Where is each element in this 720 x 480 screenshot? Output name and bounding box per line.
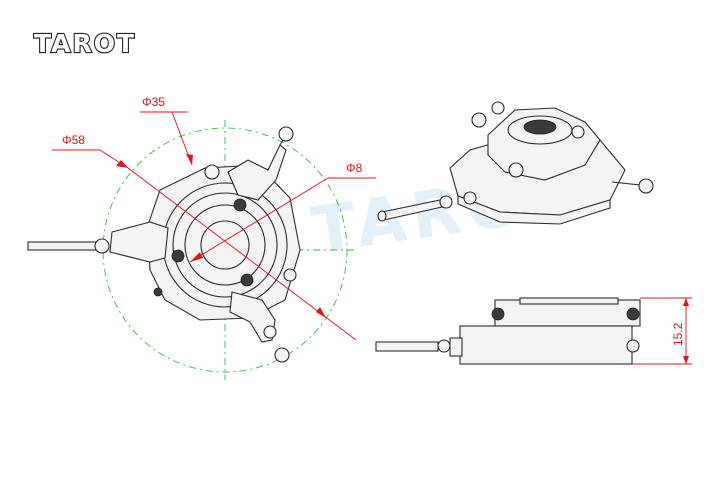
- ball-link-lower: [263, 325, 277, 339]
- screw-4: [153, 287, 163, 297]
- bore-ring: [200, 220, 250, 270]
- iso-ball-3: [571, 125, 585, 139]
- phi58-arrow-2: [316, 307, 326, 318]
- side-rod-clevis: [449, 337, 463, 357]
- dimension-phi35: Φ35: [140, 95, 193, 166]
- ball-link-bottom: [274, 347, 290, 363]
- phi8-arrow: [190, 252, 203, 262]
- iso-ball-2: [491, 101, 505, 115]
- side-rod: [375, 341, 439, 352]
- height-arrow-top: [683, 298, 689, 306]
- side-ball-lower: [626, 339, 640, 353]
- dimension-phi8: Φ8: [189, 161, 376, 263]
- ball-end-left: [94, 238, 110, 254]
- arm-upper-right: [227, 144, 287, 201]
- phi58-arrow: [116, 160, 128, 168]
- inner-ring: [184, 204, 266, 286]
- mid-ring: [172, 192, 278, 298]
- screw-1: [233, 198, 247, 212]
- ball-link-top: [278, 126, 294, 142]
- iso-rod-end: [377, 210, 387, 222]
- top-view: [27, 120, 358, 380]
- phi35-label: Φ35: [142, 95, 165, 109]
- iso-rod-ball: [439, 195, 453, 209]
- iso-ball-1: [471, 112, 487, 128]
- phi58-label: Φ58: [62, 133, 85, 147]
- arm-lower: [229, 291, 276, 343]
- side-ball-right: [626, 307, 640, 321]
- side-rod-ball: [437, 339, 451, 353]
- iso-arm-right: [611, 181, 641, 186]
- iso-ball-5: [463, 191, 477, 205]
- rod-left: [27, 241, 99, 251]
- side-view: [375, 297, 641, 365]
- isometric-view: [377, 101, 654, 225]
- dimension-height: 15.2: [632, 297, 692, 365]
- iso-ball-4: [508, 162, 524, 178]
- phi8-leader: [189, 177, 329, 263]
- iso-ball-right: [638, 178, 654, 194]
- screw-2: [171, 249, 185, 263]
- height-label: 15.2: [671, 322, 685, 346]
- screw-3: [240, 273, 254, 287]
- arm-left: [109, 221, 169, 263]
- side-lower-body: [459, 325, 633, 365]
- iso-base-side: [457, 195, 611, 225]
- brand-logo: TAROT: [34, 29, 136, 58]
- ball-link-upper-left: [204, 164, 220, 180]
- side-upper-cap: [519, 297, 619, 305]
- phi35-arrow: [186, 154, 193, 165]
- side-ball-left: [491, 307, 505, 321]
- dimension-phi58: Φ58: [52, 133, 357, 341]
- height-arrow-bottom: [683, 356, 689, 364]
- iso-bore: [523, 119, 557, 135]
- phi8-label: Φ8: [346, 161, 363, 175]
- ball-link-right: [283, 268, 297, 282]
